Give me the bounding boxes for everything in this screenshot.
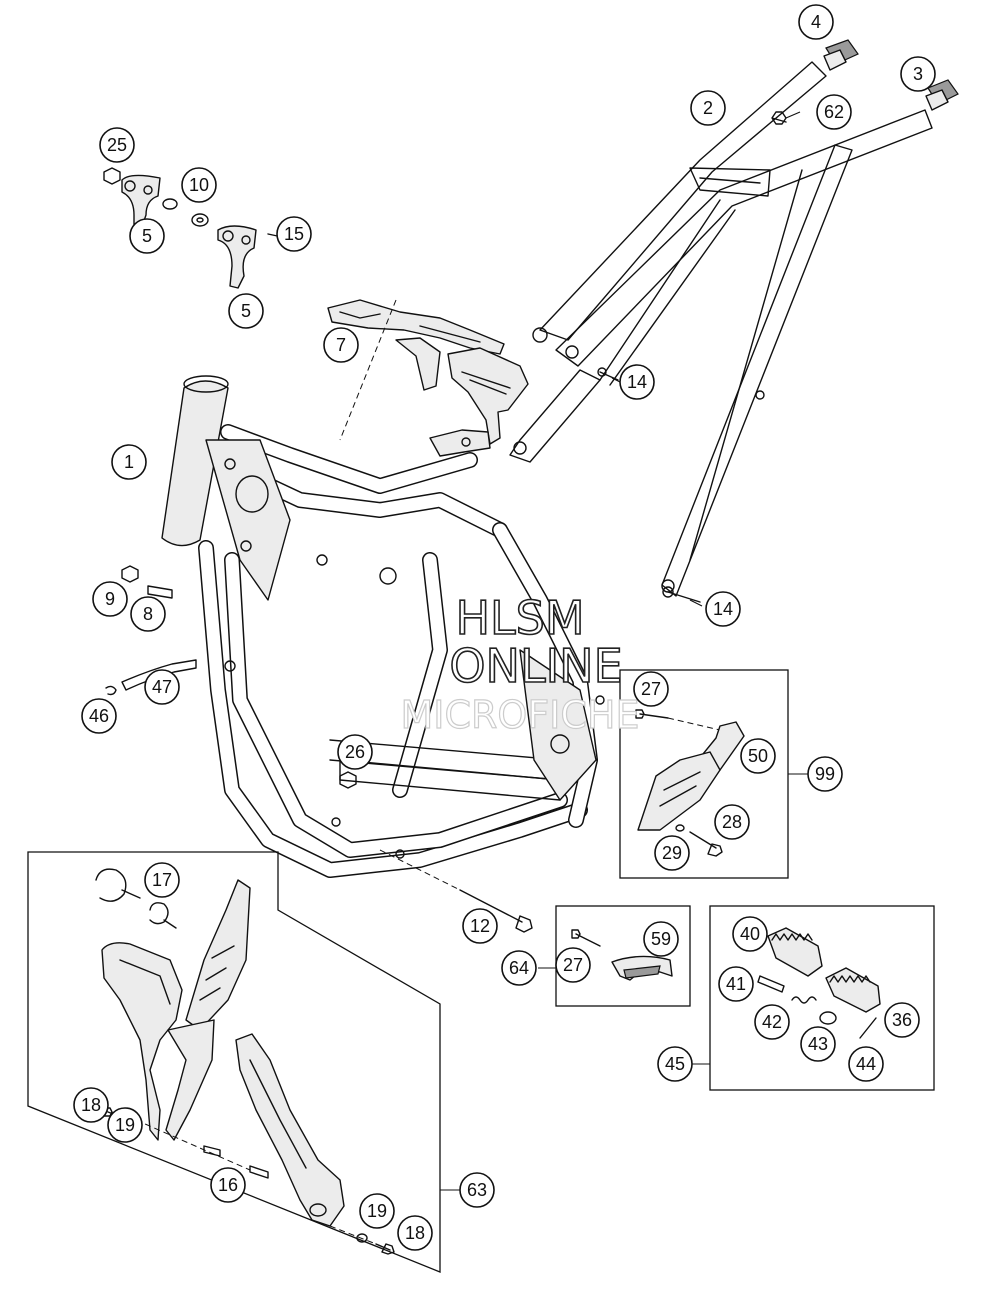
callout-29: 29 xyxy=(654,835,690,871)
svg-text:44: 44 xyxy=(856,1054,876,1074)
engine-mount-hardware xyxy=(103,167,305,289)
svg-text:19: 19 xyxy=(367,1201,387,1221)
svg-text:28: 28 xyxy=(722,812,742,832)
callout-19a: 19 xyxy=(107,1107,143,1143)
leader-lines xyxy=(611,111,801,607)
callout-19b: 19 xyxy=(359,1193,395,1229)
svg-text:18: 18 xyxy=(81,1095,101,1115)
callout-15: 15 xyxy=(276,216,312,252)
svg-text:47: 47 xyxy=(152,677,172,697)
svg-text:27: 27 xyxy=(563,955,583,975)
callout-18b: 18 xyxy=(397,1215,433,1251)
box-frame-guard xyxy=(27,851,460,1273)
svg-text:99: 99 xyxy=(815,764,835,784)
svg-text:41: 41 xyxy=(726,974,746,994)
callout-45: 45 xyxy=(657,1046,693,1082)
callout-40: 40 xyxy=(732,916,768,952)
svg-text:3: 3 xyxy=(913,64,923,84)
svg-text:19: 19 xyxy=(115,1115,135,1135)
svg-text:27: 27 xyxy=(641,679,661,699)
svg-text:64: 64 xyxy=(509,958,529,978)
callout-47: 47 xyxy=(144,669,180,705)
svg-text:1: 1 xyxy=(124,452,134,472)
callout-44: 44 xyxy=(848,1046,884,1082)
callout-36: 36 xyxy=(884,1002,920,1038)
svg-text:15: 15 xyxy=(284,224,304,244)
svg-text:50: 50 xyxy=(748,746,768,766)
svg-text:10: 10 xyxy=(189,175,209,195)
callout-59: 59 xyxy=(643,921,679,957)
svg-text:46: 46 xyxy=(89,706,109,726)
callout-99: 99 xyxy=(807,756,843,792)
svg-text:14: 14 xyxy=(713,599,733,619)
callout-10: 10 xyxy=(181,167,217,203)
callout-17: 17 xyxy=(144,862,180,898)
svg-text:26: 26 xyxy=(345,742,365,762)
svg-text:16: 16 xyxy=(218,1175,238,1195)
callout-5a: 5 xyxy=(129,218,165,254)
callout-50: 50 xyxy=(740,738,776,774)
callout-63: 63 xyxy=(459,1172,495,1208)
svg-text:8: 8 xyxy=(143,604,153,624)
callout-64: 64 xyxy=(501,950,537,986)
callout-4: 4 xyxy=(798,4,834,40)
box-slider xyxy=(538,905,691,1007)
svg-text:12: 12 xyxy=(470,916,490,936)
svg-text:40: 40 xyxy=(740,924,760,944)
svg-text:2: 2 xyxy=(703,98,713,118)
svg-text:5: 5 xyxy=(142,226,152,246)
svg-text:7: 7 xyxy=(336,335,346,355)
callout-14a: 14 xyxy=(619,364,655,400)
callout-9: 9 xyxy=(92,581,128,617)
box-footpegs xyxy=(692,905,935,1091)
top-bracket xyxy=(327,299,529,445)
callout-14b: 14 xyxy=(705,591,741,627)
svg-text:9: 9 xyxy=(105,589,115,609)
callout-16: 16 xyxy=(210,1167,246,1203)
watermark-line3: MICROFICHE xyxy=(400,693,639,737)
main-frame xyxy=(161,375,605,878)
svg-text:59: 59 xyxy=(651,929,671,949)
callout-3: 3 xyxy=(900,56,936,92)
callout-27a: 27 xyxy=(633,671,669,707)
callout-8: 8 xyxy=(130,596,166,632)
svg-text:17: 17 xyxy=(152,870,172,890)
svg-text:36: 36 xyxy=(892,1010,912,1030)
callout-41: 41 xyxy=(718,966,754,1002)
watermark: HLSM ONLINE MICROFICHE xyxy=(400,590,640,737)
svg-text:18: 18 xyxy=(405,1223,425,1243)
svg-text:5: 5 xyxy=(241,301,251,321)
svg-text:14: 14 xyxy=(627,372,647,392)
rear-subframe xyxy=(509,39,959,603)
svg-text:42: 42 xyxy=(762,1012,782,1032)
callout-25: 25 xyxy=(99,127,135,163)
callout-18a: 18 xyxy=(73,1087,109,1123)
callout-1: 1 xyxy=(111,444,147,480)
callout-5b: 5 xyxy=(228,293,264,329)
svg-text:29: 29 xyxy=(662,843,682,863)
callout-7: 7 xyxy=(323,327,359,363)
callout-46: 46 xyxy=(81,698,117,734)
box-chain-guide xyxy=(619,669,808,879)
callout-43: 43 xyxy=(800,1026,836,1062)
svg-text:25: 25 xyxy=(107,135,127,155)
left-small-parts xyxy=(105,565,533,933)
svg-text:43: 43 xyxy=(808,1034,828,1054)
callout-2: 2 xyxy=(690,90,726,126)
watermark-line1: HLSM xyxy=(455,591,584,645)
watermark-line2: ONLINE xyxy=(449,639,622,693)
svg-text:63: 63 xyxy=(467,1180,487,1200)
callout-27b: 27 xyxy=(555,947,591,983)
callout-42: 42 xyxy=(754,1004,790,1040)
callout-62: 62 xyxy=(816,94,852,130)
svg-text:4: 4 xyxy=(811,12,821,32)
callout-26: 26 xyxy=(337,734,373,770)
svg-text:45: 45 xyxy=(665,1054,685,1074)
svg-text:62: 62 xyxy=(824,102,844,122)
callout-12: 12 xyxy=(462,908,498,944)
callout-28: 28 xyxy=(714,804,750,840)
